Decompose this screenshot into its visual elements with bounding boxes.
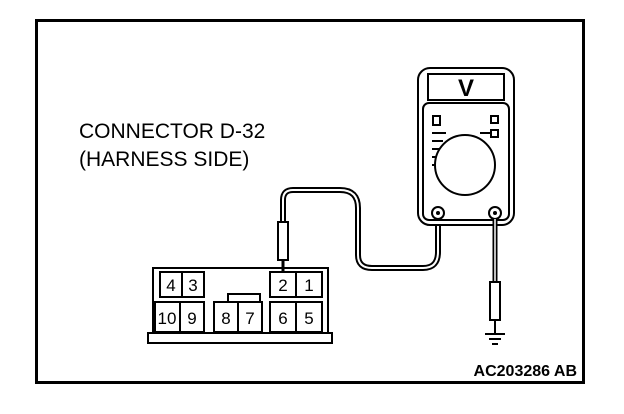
pin-cell-5 <box>295 301 323 333</box>
pin-label-6: 6 <box>278 309 287 328</box>
connector-base-step <box>147 332 333 344</box>
positive-probe <box>277 187 441 272</box>
pin-label-1: 1 <box>304 276 313 295</box>
pin-cell-10 <box>154 301 181 333</box>
pin-label-9: 9 <box>187 309 196 328</box>
selector-indicator-right <box>490 129 499 138</box>
pin-label-7: 7 <box>245 309 254 328</box>
connector-lock-tab <box>227 293 261 303</box>
pin-label-10: 10 <box>158 309 177 328</box>
pin-label-2: 2 <box>278 276 287 295</box>
pin-cell-3 <box>181 271 205 298</box>
voltmeter-display <box>427 73 505 101</box>
connector-subtitle: (HARNESS SIDE) <box>79 148 249 171</box>
ground-symbol-icon <box>485 333 505 345</box>
pin-cell-7 <box>237 301 263 333</box>
selector-indicator-left <box>432 115 441 126</box>
pin-cell-2 <box>269 271 297 298</box>
pin-label-4: 4 <box>166 276 175 295</box>
connector-title: CONNECTOR D-32 <box>79 120 265 143</box>
connector-d32: 4 3 2 1 10 9 8 7 6 5 <box>147 267 333 344</box>
selector-indicator-right-top <box>490 115 499 124</box>
ground-probe <box>485 219 505 345</box>
voltage-symbol: V <box>458 75 474 102</box>
figure-frame <box>35 19 585 384</box>
voltmeter: V <box>417 67 515 226</box>
range-dial <box>434 134 496 196</box>
pin-label-8: 8 <box>221 309 230 328</box>
pin-cell-9 <box>179 301 205 333</box>
pin-cell-1 <box>295 271 323 298</box>
pin-label-3: 3 <box>188 276 197 295</box>
probe-handle <box>277 221 289 261</box>
figure-code: AC203286 AB <box>474 363 577 380</box>
pin-label-5: 5 <box>304 309 313 328</box>
ground-probe-handle <box>489 281 501 321</box>
